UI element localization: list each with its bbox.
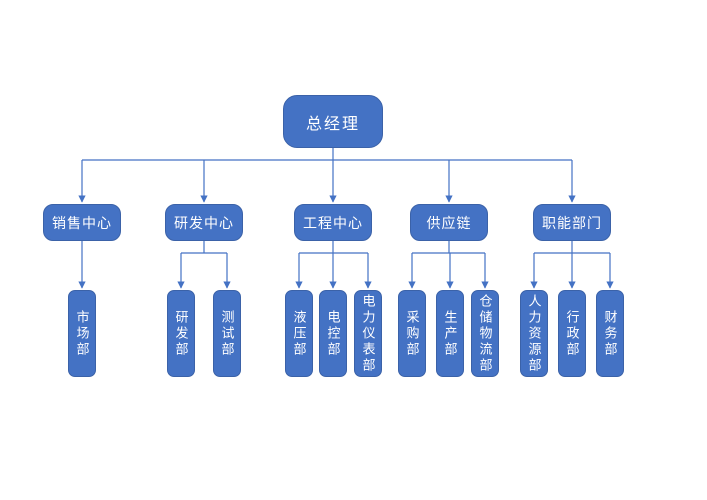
node-label: 工程中心 xyxy=(303,214,363,231)
node-warehouse-logistics-dept: 仓储物流部 xyxy=(471,290,499,377)
node-label: 生产部 xyxy=(442,309,458,358)
node-label: 供应链 xyxy=(426,214,472,231)
node-label: 财务部 xyxy=(602,309,618,358)
node-label: 测试部 xyxy=(219,309,235,358)
node-label: 电控部 xyxy=(325,309,341,358)
node-functional-depts: 职能部门 xyxy=(533,204,611,241)
node-label: 研发中心 xyxy=(174,214,234,231)
node-label: 液压部 xyxy=(291,309,307,358)
node-hr-dept: 人力资源部 xyxy=(520,290,548,377)
node-power-instrument-dept: 电力仪表部 xyxy=(354,290,382,377)
node-label: 行政部 xyxy=(564,309,580,358)
node-rd-dept: 研发部 xyxy=(167,290,195,377)
node-rd-center: 研发中心 xyxy=(165,204,243,241)
node-label: 采购部 xyxy=(404,309,420,358)
node-label: 电力仪表部 xyxy=(360,293,376,374)
node-general-manager: 总经理 xyxy=(283,95,383,148)
node-electric-control-dept: 电控部 xyxy=(319,290,347,377)
node-finance-dept: 财务部 xyxy=(596,290,624,377)
node-label: 总经理 xyxy=(305,115,360,133)
node-supply-chain: 供应链 xyxy=(410,204,488,241)
node-label: 研发部 xyxy=(173,309,189,358)
node-label: 市场部 xyxy=(74,309,90,358)
node-production-dept: 生产部 xyxy=(436,290,464,377)
node-marketing-dept: 市场部 xyxy=(68,290,96,377)
node-hydraulics-dept: 液压部 xyxy=(285,290,313,377)
node-testing-dept: 测试部 xyxy=(213,290,241,377)
node-sales-center: 销售中心 xyxy=(43,204,121,241)
node-label: 人力资源部 xyxy=(526,293,542,374)
node-procurement-dept: 采购部 xyxy=(398,290,426,377)
node-label: 销售中心 xyxy=(52,214,112,231)
node-admin-dept: 行政部 xyxy=(558,290,586,377)
node-engineering-center: 工程中心 xyxy=(294,204,372,241)
node-label: 职能部门 xyxy=(542,214,602,231)
node-label: 仓储物流部 xyxy=(477,293,493,374)
